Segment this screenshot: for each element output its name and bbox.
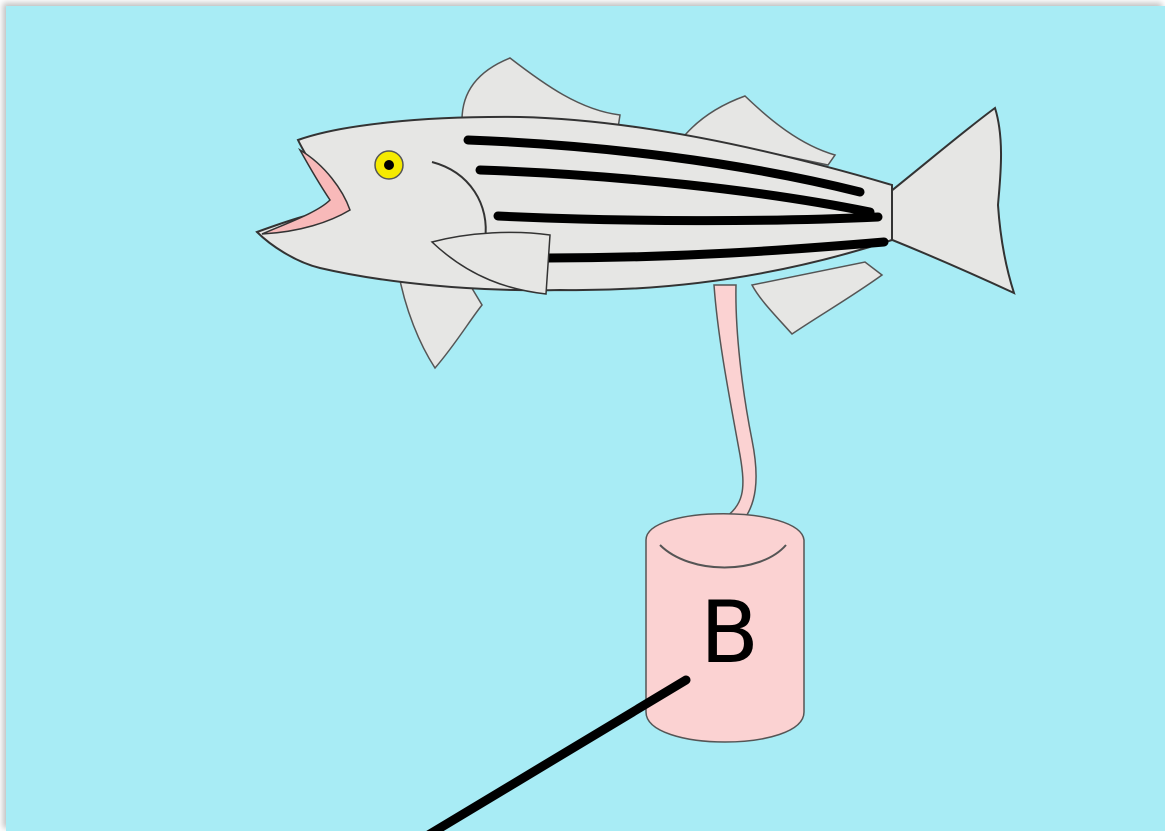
tail-fin	[880, 108, 1014, 293]
diagram-label: B	[700, 590, 759, 676]
stand-pole	[714, 285, 756, 522]
anal-fin	[752, 262, 882, 334]
fish-pupil	[384, 160, 394, 170]
label-pointer-line	[420, 680, 686, 831]
stripe-3	[498, 216, 878, 221]
